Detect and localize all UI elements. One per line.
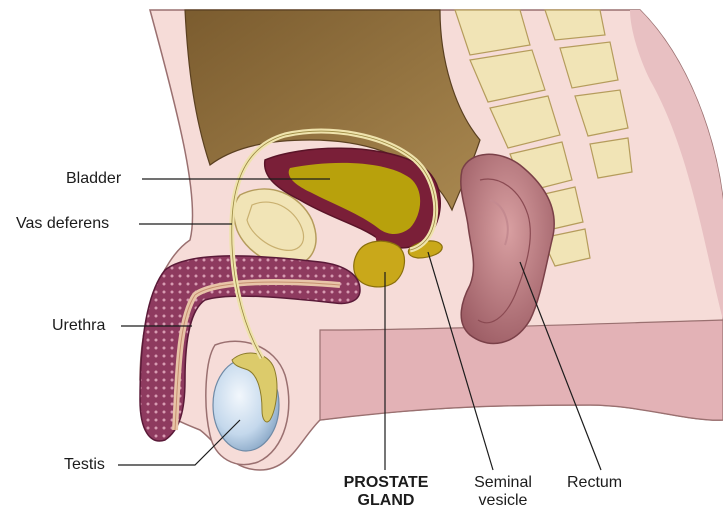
label-prostate-line2: GLAND	[328, 492, 444, 510]
label-seminal-vesicle: Seminal vesicle	[458, 474, 548, 510]
label-bladder: Bladder	[66, 170, 121, 188]
label-testis: Testis	[64, 456, 105, 474]
label-urethra: Urethra	[52, 317, 105, 335]
label-seminal-line1: Seminal	[458, 474, 548, 492]
thigh-shadow	[320, 320, 723, 420]
label-prostate-line1: PROSTATE	[328, 474, 444, 492]
label-prostate-gland: PROSTATE GLAND	[328, 474, 444, 510]
prostate-gland	[354, 241, 405, 287]
label-vas-deferens: Vas deferens	[16, 215, 109, 233]
label-rectum: Rectum	[567, 474, 622, 492]
label-seminal-line2: vesicle	[458, 492, 548, 510]
